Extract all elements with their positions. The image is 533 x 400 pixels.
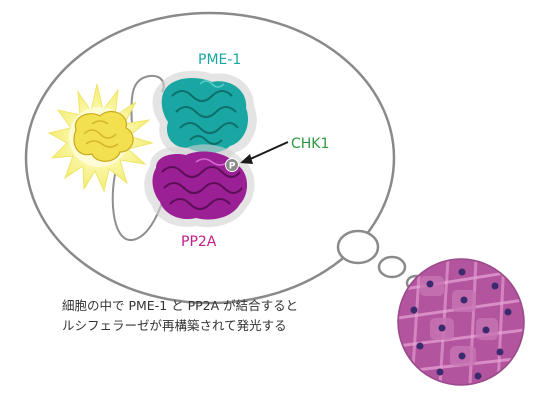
cell-tissue-image <box>397 258 525 386</box>
thought-bubble-small-2 <box>377 255 407 279</box>
caption: 細胞の中で PME-1 と PP2A が結合すると ルシフェラーゼが再構築されて… <box>62 296 298 336</box>
caption-line-2: ルシフェラーゼが再構築されて発光する <box>62 318 287 333</box>
pp2a-protein <box>144 144 255 228</box>
phospho-label: P <box>229 162 236 172</box>
chk1-label: CHK1 <box>291 136 330 152</box>
pp2a-label: PP2A <box>181 234 217 250</box>
luciferase-protein <box>73 111 134 162</box>
pme1-label: PME-1 <box>198 52 242 68</box>
pme1-protein <box>152 70 257 161</box>
thought-bubble-small-1 <box>336 229 380 265</box>
arrow-left-icon <box>240 141 289 164</box>
caption-line-1: 細胞の中で PME-1 と PP2A が結合すると <box>62 298 299 313</box>
phospho-circle-icon: P <box>225 158 239 172</box>
